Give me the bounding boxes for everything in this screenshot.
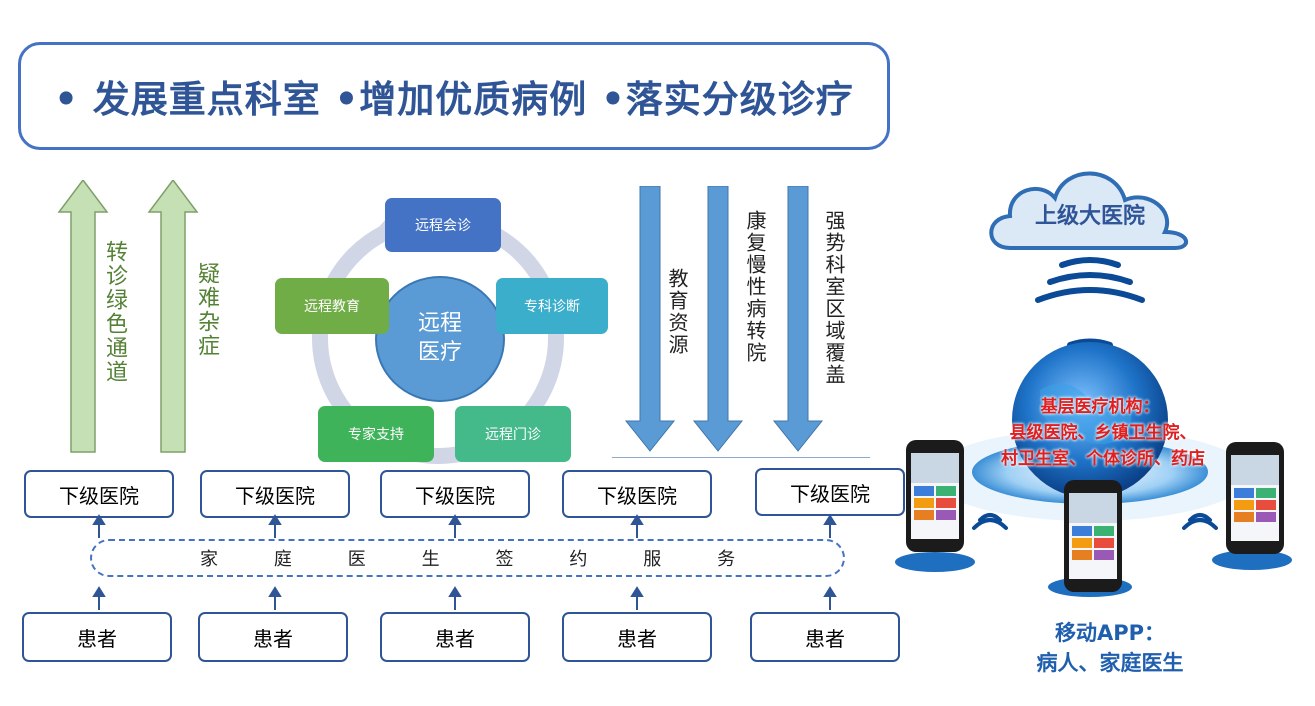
lower-hospital-box-2: 下级医院 (200, 470, 350, 518)
family-service-char: 家 (199, 549, 218, 570)
lower-hospital-label: 下级医院 (59, 483, 139, 508)
down-arrows-graphic (624, 186, 824, 452)
node-remote-clinic: 远程门诊 (455, 406, 571, 462)
lower-hospital-box-1: 下级医院 (24, 470, 174, 518)
lower-hospital-label: 下级医院 (790, 481, 870, 506)
patient-box-4: 患者 (562, 612, 712, 662)
cycle-center-circle: 远程医疗 (375, 276, 505, 402)
family-doctor-service-band: 家 庭 医 生 签 约 服 务 (90, 539, 845, 577)
down-arrow-blue-3 (772, 186, 824, 452)
down-arrows-baseline (612, 457, 870, 458)
patient-label: 患者 (617, 626, 657, 651)
down-arrow-label-rehab: 康复慢性病转院 (743, 210, 767, 364)
lower-hospital-label: 下级医院 (597, 483, 677, 508)
up-arrow-green-2 (147, 180, 199, 453)
wifi-small-icon (1188, 513, 1212, 522)
phone-screen-photo (1231, 455, 1279, 485)
cloud-icon (989, 171, 1188, 250)
down-arrow-label-coverage: 强势科室区域覆盖 (822, 210, 846, 386)
patient-label: 患者 (805, 626, 845, 651)
headline-text: • 发展重点科室 •增加优质病例 •落实分级诊疗 (54, 78, 854, 121)
lower-hospital-box-4: 下级医院 (562, 470, 712, 518)
family-service-char: 务 (717, 549, 736, 570)
node-expert-support: 专家支持 (318, 406, 434, 462)
family-service-char: 约 (569, 549, 588, 570)
wifi-small-icon (978, 513, 1002, 522)
up-arrow-green-1 (57, 180, 109, 453)
down-arrow-blue-2 (692, 186, 744, 452)
node-remote-education: 远程教育 (275, 278, 389, 334)
mobile-app-caption: 移动APP： 病人、家庭医生 (1010, 618, 1210, 679)
lower-hospital-label: 下级医院 (235, 483, 315, 508)
right-panel-graphic (895, 171, 1292, 597)
patient-label: 患者 (253, 626, 293, 651)
node-remote-consultation: 远程会诊 (385, 198, 501, 252)
patient-box-2: 患者 (198, 612, 348, 662)
phone-center (1064, 480, 1122, 592)
patient-label: 患者 (77, 626, 117, 651)
wifi-small-icon (972, 518, 1008, 530)
patient-box-1: 患者 (22, 612, 172, 662)
lower-hospital-box-3: 下级医院 (380, 470, 530, 518)
family-service-char: 签 (495, 549, 514, 570)
phone-pedestal-left (895, 552, 975, 572)
cycle-center-label: 远程医疗 (417, 311, 462, 365)
family-service-char: 庭 (273, 549, 292, 570)
cloud-label: 上级大医院 (1034, 204, 1145, 229)
lower-hospital-box-5: 下级医院 (755, 468, 905, 516)
headline-banner: • 发展重点科室 •增加优质病例 •落实分级诊疗 (18, 42, 890, 150)
connector-arrows (92, 514, 837, 610)
phone-right (1226, 442, 1284, 554)
wifi-small-icon (1182, 518, 1218, 530)
family-service-char: 医 (347, 549, 366, 570)
phone-screen-photo (1069, 493, 1117, 523)
phone-pedestal-right (1212, 550, 1292, 570)
grassroots-line-1: 县级医院、乡镇卫生院、 (1009, 423, 1197, 443)
node-specialist-diagnosis: 专科诊断 (496, 278, 608, 334)
up-arrow-label-referral: 转诊绿色通道 (102, 240, 127, 384)
up-arrow-label-difficult: 疑难杂症 (194, 262, 219, 358)
grassroots-title: 基层医疗机构： (1040, 397, 1160, 417)
lower-hospital-label: 下级医院 (415, 483, 495, 508)
phone-left (906, 440, 964, 552)
patient-label: 患者 (435, 626, 475, 651)
family-service-char: 服 (643, 549, 662, 570)
mobile-app-line-1: 移动APP： (1054, 621, 1166, 645)
patient-box-3: 患者 (380, 612, 530, 662)
up-arrows-graphic (57, 180, 199, 453)
phone-screen-photo (911, 453, 959, 483)
down-arrow-label-education: 教育资源 (665, 268, 689, 356)
down-arrow-blue-1 (624, 186, 676, 452)
globe-landmass (1040, 383, 1132, 444)
mobile-app-line-2: 病人、家庭医生 (1036, 651, 1184, 676)
grassroots-line-2: 村卫生室、个体诊所、药店 (1001, 449, 1205, 469)
patient-box-5: 患者 (750, 612, 900, 662)
family-service-char: 生 (421, 549, 440, 570)
